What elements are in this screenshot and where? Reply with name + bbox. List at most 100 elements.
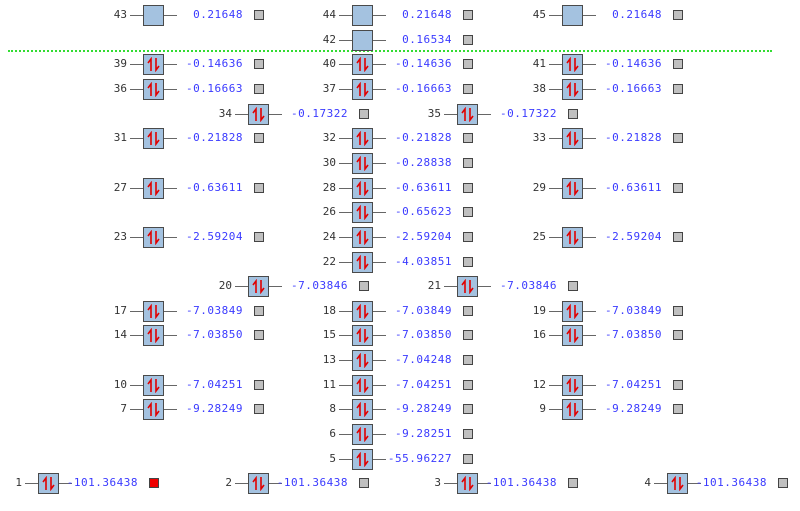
orbital-select-checkbox[interactable] <box>149 478 159 489</box>
orbital-box[interactable] <box>143 325 164 347</box>
orbital-select-checkbox[interactable] <box>673 59 683 70</box>
orbital-select-checkbox[interactable] <box>463 231 473 242</box>
orbital-select-checkbox[interactable] <box>463 10 473 20</box>
orbital-box[interactable] <box>562 399 583 421</box>
orbital-box[interactable] <box>143 177 164 199</box>
orbital-box[interactable] <box>248 276 269 298</box>
orbital-box[interactable] <box>457 276 478 298</box>
orbital-box[interactable] <box>457 473 478 495</box>
orbital-select-checkbox[interactable] <box>568 108 578 119</box>
orbital-number: 2 <box>225 476 232 490</box>
orbital-select-checkbox[interactable] <box>463 34 473 45</box>
orbital-box[interactable] <box>352 128 373 150</box>
orbital-select-checkbox[interactable] <box>254 10 264 20</box>
orbital-box[interactable] <box>143 78 164 100</box>
orbital-box[interactable] <box>562 128 583 150</box>
orbital-box[interactable] <box>562 325 583 347</box>
orbital-number: 22 <box>322 254 336 268</box>
electron-pair-icon <box>671 476 684 492</box>
electron-pair-icon <box>356 57 369 73</box>
orbital-box[interactable] <box>562 78 583 100</box>
orbital-box[interactable] <box>352 78 373 100</box>
orbital-box[interactable] <box>352 152 373 174</box>
orbital-box[interactable] <box>352 251 373 273</box>
orbital-select-checkbox[interactable] <box>359 108 369 119</box>
orbital-box[interactable] <box>562 300 583 322</box>
orbital-select-checkbox[interactable] <box>463 256 473 267</box>
orbital-select-checkbox[interactable] <box>463 453 473 464</box>
orbital-box[interactable] <box>562 226 583 248</box>
orbital-box[interactable] <box>143 226 164 248</box>
level-line-left <box>339 335 352 337</box>
orbital-select-checkbox[interactable] <box>673 231 683 242</box>
orbital-select-checkbox[interactable] <box>254 133 264 144</box>
orbital-box[interactable] <box>352 177 373 199</box>
orbital-box[interactable] <box>352 399 373 421</box>
orbital-select-checkbox[interactable] <box>463 207 473 218</box>
orbital-select-checkbox[interactable] <box>254 330 264 341</box>
orbital-energy: 0.21648 <box>612 8 662 21</box>
orbital-select-checkbox[interactable] <box>463 429 473 440</box>
orbital-box[interactable] <box>562 5 583 26</box>
orbital-select-checkbox[interactable] <box>568 478 578 489</box>
orbital-select-checkbox[interactable] <box>463 355 473 366</box>
orbital-box[interactable] <box>352 350 373 372</box>
orbital-box[interactable] <box>667 473 688 495</box>
orbital-select-checkbox[interactable] <box>673 133 683 144</box>
orbital-box[interactable] <box>143 374 164 396</box>
orbital-box[interactable] <box>352 374 373 396</box>
orbital-select-checkbox[interactable] <box>463 182 473 193</box>
orbital-select-checkbox[interactable] <box>463 157 473 168</box>
orbital-select-checkbox[interactable] <box>254 305 264 316</box>
orbital-box[interactable] <box>143 300 164 322</box>
orbital-select-checkbox[interactable] <box>673 305 683 316</box>
orbital-select-checkbox[interactable] <box>463 404 473 415</box>
orbital-select-checkbox[interactable] <box>254 59 264 70</box>
orbital-box[interactable] <box>352 202 373 224</box>
orbital-select-checkbox[interactable] <box>359 478 369 489</box>
orbital-select-checkbox[interactable] <box>463 133 473 144</box>
level-line-left <box>339 39 352 41</box>
orbital-box[interactable] <box>352 54 373 76</box>
orbital-select-checkbox[interactable] <box>568 281 578 292</box>
orbital-box[interactable] <box>143 54 164 76</box>
orbital-box[interactable] <box>457 103 478 125</box>
orbital-select-checkbox[interactable] <box>673 404 683 415</box>
orbital-select-checkbox[interactable] <box>463 330 473 341</box>
orbital-box[interactable] <box>562 177 583 199</box>
orbital-select-checkbox[interactable] <box>463 379 473 390</box>
orbital-select-checkbox[interactable] <box>254 83 264 94</box>
orbital-box[interactable] <box>38 473 59 495</box>
orbital-select-checkbox[interactable] <box>673 83 683 94</box>
orbital-select-checkbox[interactable] <box>463 59 473 70</box>
orbital-box[interactable] <box>352 29 373 51</box>
orbital-box[interactable] <box>143 399 164 421</box>
orbital-select-checkbox[interactable] <box>254 379 264 390</box>
orbital-select-checkbox[interactable] <box>673 379 683 390</box>
orbital-box[interactable] <box>143 5 164 26</box>
orbital-box[interactable] <box>248 473 269 495</box>
orbital-box[interactable] <box>143 128 164 150</box>
orbital-select-checkbox[interactable] <box>673 330 683 341</box>
orbital-box[interactable] <box>352 5 373 26</box>
orbital-box[interactable] <box>352 226 373 248</box>
orbital-box[interactable] <box>562 374 583 396</box>
orbital-select-checkbox[interactable] <box>254 404 264 415</box>
orbital-select-checkbox[interactable] <box>359 281 369 292</box>
orbital-select-checkbox[interactable] <box>778 478 788 489</box>
orbital-box[interactable] <box>248 103 269 125</box>
orbital-select-checkbox[interactable] <box>463 305 473 316</box>
orbital-box[interactable] <box>352 448 373 470</box>
orbital-box[interactable] <box>352 300 373 322</box>
orbital-box[interactable] <box>352 424 373 446</box>
orbital-box[interactable] <box>562 54 583 76</box>
level-line-right <box>373 360 386 362</box>
orbital-select-checkbox[interactable] <box>463 83 473 94</box>
orbital-select-checkbox[interactable] <box>254 231 264 242</box>
orbital-select-checkbox[interactable] <box>673 10 683 20</box>
orbital-energy: -0.28838 <box>395 155 452 169</box>
orbital-select-checkbox[interactable] <box>673 182 683 193</box>
orbital-box[interactable] <box>352 325 373 347</box>
orbital-select-checkbox[interactable] <box>254 182 264 193</box>
level-line-left <box>339 236 352 238</box>
